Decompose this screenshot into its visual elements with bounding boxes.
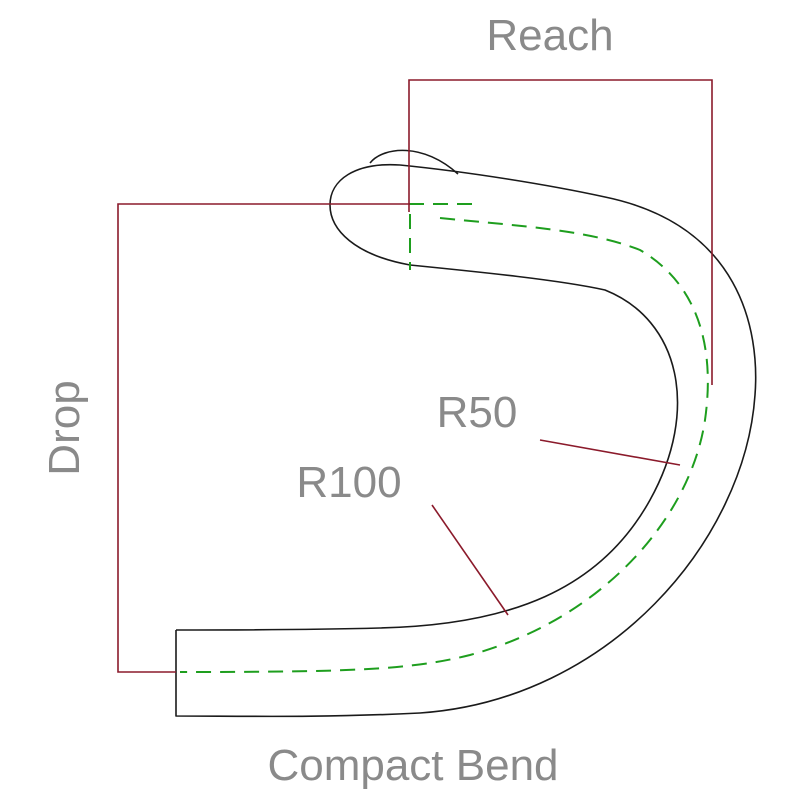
handlebar-inner-outline bbox=[175, 264, 679, 631]
reach-dimension-line bbox=[408, 79, 713, 385]
bar-center-line bbox=[409, 203, 472, 270]
clamp-end-cap bbox=[369, 149, 459, 175]
r50-leader-line bbox=[539, 439, 681, 466]
clamp-end-face bbox=[329, 163, 411, 266]
r100-label: R100 bbox=[296, 458, 401, 507]
drop-label: Drop bbox=[40, 380, 89, 475]
drop-dimension-line bbox=[117, 203, 410, 673]
handlebar-outer-outline bbox=[175, 164, 757, 718]
r50-label: R50 bbox=[437, 388, 518, 437]
reach-label: Reach bbox=[486, 11, 613, 60]
bend-center-line bbox=[179, 217, 709, 673]
r100-leader-line bbox=[431, 504, 509, 616]
diagram-caption: Compact Bend bbox=[267, 741, 558, 790]
